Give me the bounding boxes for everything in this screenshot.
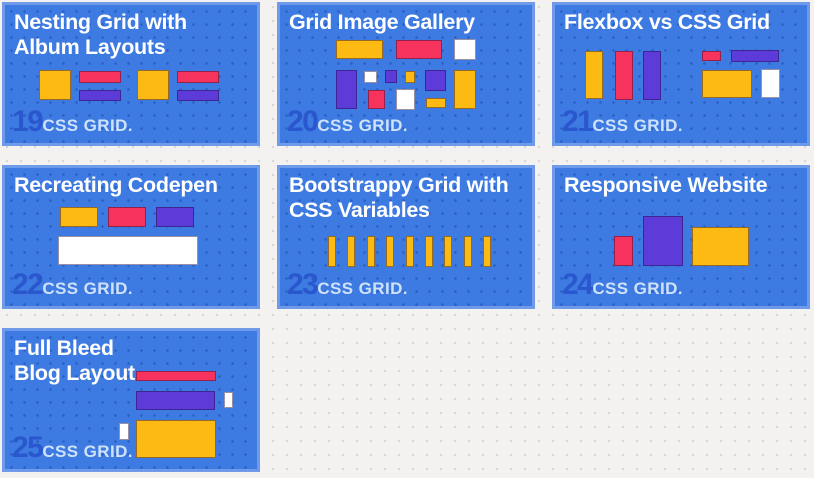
lesson-number: 19 <box>12 105 44 138</box>
series-label: CSS GRID. <box>42 279 133 298</box>
series-label: CSS GRID. <box>42 116 133 135</box>
lesson-card-23[interactable]: Bootstrappy Grid with CSS Variables 23 C… <box>277 165 535 309</box>
yellow-block <box>336 40 383 59</box>
lesson-card-21[interactable]: Flexbox vs CSS Grid 21 CSS GRID. <box>552 2 810 146</box>
series-label: CSS GRID. <box>592 279 683 298</box>
white-block <box>396 89 415 110</box>
series-label: CSS GRID. <box>42 442 133 461</box>
series-label: CSS GRID. <box>317 279 408 298</box>
pink-block <box>396 40 442 59</box>
yellow-block <box>367 236 375 267</box>
pink-block <box>177 71 219 83</box>
lesson-artwork <box>5 331 257 469</box>
pink-block <box>368 90 385 109</box>
lesson-footer: 25 CSS GRID. <box>12 431 133 465</box>
white-block <box>761 69 780 98</box>
pink-block <box>615 51 633 100</box>
purple-block <box>336 70 357 109</box>
yellow-block <box>405 71 415 83</box>
purple-block <box>156 207 194 227</box>
lesson-footer: 24 CSS GRID. <box>562 268 683 302</box>
pink-block <box>136 371 216 381</box>
lesson-artwork <box>280 5 532 143</box>
lesson-number: 21 <box>562 105 594 138</box>
lesson-footer: 22 CSS GRID. <box>12 268 133 302</box>
purple-block <box>385 70 397 83</box>
lesson-footer: 20 CSS GRID. <box>287 105 408 139</box>
white-block <box>364 71 377 83</box>
lesson-title: Grid Image Gallery <box>289 10 475 34</box>
yellow-block <box>406 236 414 267</box>
pink-block <box>79 71 121 83</box>
yellow-block <box>585 51 603 99</box>
lesson-footer: 23 CSS GRID. <box>287 268 408 302</box>
lesson-number: 24 <box>562 268 594 301</box>
series-label: CSS GRID. <box>317 116 408 135</box>
yellow-block <box>426 98 446 108</box>
lesson-title: Full Bleed Blog Layout <box>14 336 135 386</box>
yellow-block <box>425 236 433 267</box>
lesson-title: Nesting Grid with Album Layouts <box>14 10 187 60</box>
yellow-block <box>60 207 98 227</box>
yellow-block <box>454 70 476 109</box>
purple-block <box>79 90 121 101</box>
pink-block <box>108 207 146 227</box>
lesson-number: 22 <box>12 268 44 301</box>
purple-block <box>731 50 779 62</box>
white-block <box>224 392 233 408</box>
lesson-artwork <box>280 168 532 306</box>
lesson-number: 25 <box>12 431 44 464</box>
lesson-card-24[interactable]: Responsive Website 24 CSS GRID. <box>552 165 810 309</box>
white-block <box>58 236 198 265</box>
purple-block <box>643 51 661 100</box>
yellow-block <box>39 70 71 100</box>
lesson-title: Responsive Website <box>564 173 768 197</box>
series-label: CSS GRID. <box>592 116 683 135</box>
lesson-title: Bootstrappy Grid with CSS Variables <box>289 173 509 223</box>
yellow-block <box>137 70 169 100</box>
white-block <box>119 423 129 440</box>
lesson-artwork <box>555 168 807 306</box>
lesson-card-19[interactable]: Nesting Grid with Album Layouts 19 CSS G… <box>2 2 260 146</box>
lesson-number: 20 <box>287 105 319 138</box>
lesson-artwork <box>5 5 257 143</box>
lesson-title: Flexbox vs CSS Grid <box>564 10 770 34</box>
yellow-block <box>702 70 752 98</box>
yellow-block <box>464 236 472 267</box>
purple-block <box>425 70 446 91</box>
yellow-block <box>347 236 355 267</box>
purple-block <box>177 90 219 101</box>
yellow-block <box>136 420 216 458</box>
lesson-card-20[interactable]: Grid Image Gallery 20 CSS GRID. <box>277 2 535 146</box>
lesson-artwork <box>555 5 807 143</box>
lesson-number: 23 <box>287 268 319 301</box>
yellow-block <box>692 227 749 266</box>
lesson-artwork <box>5 168 257 306</box>
lesson-footer: 19 CSS GRID. <box>12 105 133 139</box>
purple-block <box>136 391 215 410</box>
lesson-card-25[interactable]: Full Bleed Blog Layout 25 CSS GRID. <box>2 328 260 472</box>
pink-block <box>614 236 633 266</box>
white-block <box>454 39 476 60</box>
yellow-block <box>386 236 394 267</box>
lesson-card-22[interactable]: Recreating Codepen 22 CSS GRID. <box>2 165 260 309</box>
lesson-footer: 21 CSS GRID. <box>562 105 683 139</box>
yellow-block <box>328 236 336 267</box>
pink-block <box>702 51 721 61</box>
purple-block <box>643 216 683 266</box>
lesson-title: Recreating Codepen <box>14 173 218 197</box>
yellow-block <box>483 236 491 267</box>
yellow-block <box>444 236 452 267</box>
